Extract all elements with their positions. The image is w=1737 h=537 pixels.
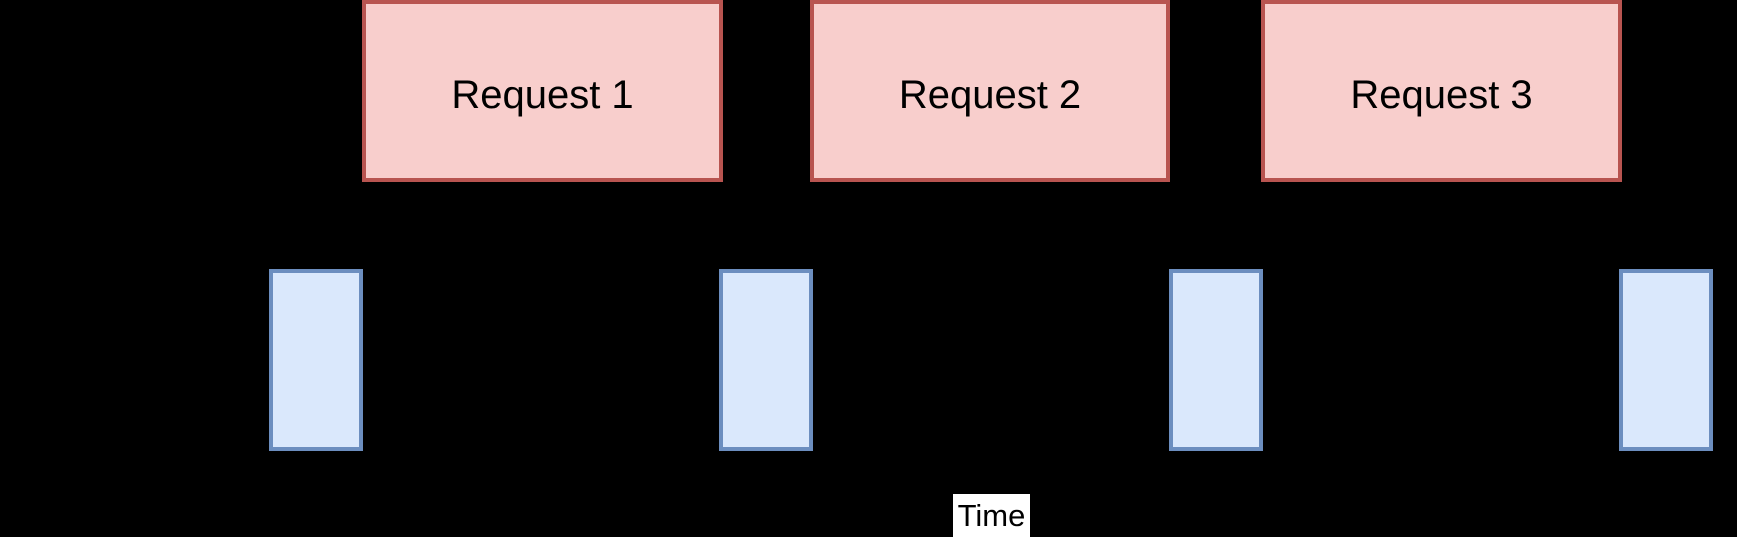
time-axis-label: Time — [953, 494, 1030, 537]
gap-interval-box-1 — [269, 269, 363, 451]
request-3-label: Request 3 — [1350, 73, 1533, 117]
request-1-box: Request 1 — [362, 0, 723, 182]
request-2-box: Request 2 — [810, 0, 1170, 182]
gap-interval-box-3 — [1169, 269, 1263, 451]
time-axis-label-text: Time — [957, 498, 1026, 533]
gap-interval-box-4 — [1619, 269, 1713, 451]
gap-interval-box-2 — [719, 269, 813, 451]
request-3-box: Request 3 — [1261, 0, 1622, 182]
request-1-label: Request 1 — [451, 73, 634, 117]
request-2-label: Request 2 — [898, 73, 1082, 117]
